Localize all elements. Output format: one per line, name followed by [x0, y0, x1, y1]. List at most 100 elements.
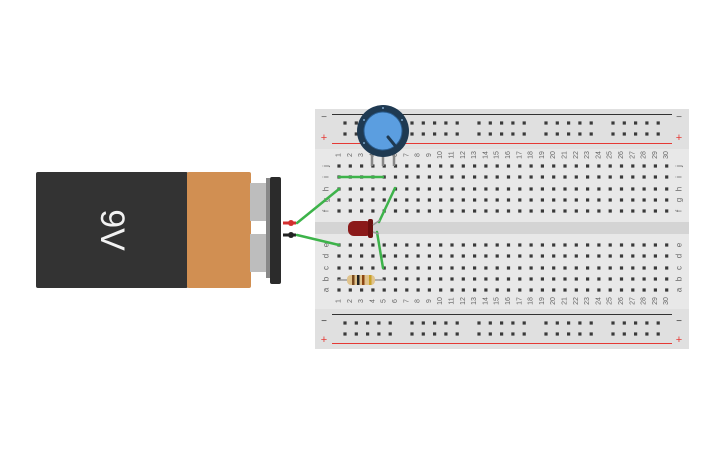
rail-hole[interactable]	[578, 121, 582, 125]
terminal-hole[interactable]	[405, 187, 409, 191]
rail-hole[interactable]	[555, 332, 559, 336]
terminal-hole[interactable]	[597, 175, 601, 179]
terminal-hole[interactable]	[461, 198, 465, 202]
terminal-hole[interactable]	[461, 266, 465, 270]
terminal-hole[interactable]	[405, 175, 409, 179]
rail-hole[interactable]	[611, 132, 615, 136]
rail-hole[interactable]	[421, 121, 425, 125]
rail-hole[interactable]	[634, 132, 638, 136]
rail-hole[interactable]	[410, 321, 414, 325]
resistor[interactable]	[338, 275, 384, 285]
terminal-hole[interactable]	[360, 187, 364, 191]
wires[interactable]	[283, 175, 397, 270]
terminal-hole[interactable]	[360, 266, 364, 270]
terminal-hole[interactable]	[563, 288, 567, 292]
rail-hole[interactable]	[488, 332, 492, 336]
terminal-hole[interactable]	[586, 254, 590, 258]
terminal-hole[interactable]	[337, 198, 341, 202]
rail-hole[interactable]	[567, 121, 571, 125]
rail-hole[interactable]	[444, 121, 448, 125]
rail-hole[interactable]	[488, 132, 492, 136]
terminal-hole[interactable]	[552, 266, 556, 270]
terminal-hole[interactable]	[653, 175, 657, 179]
terminal-hole[interactable]	[348, 164, 352, 168]
terminal-hole[interactable]	[619, 187, 624, 191]
terminal-hole[interactable]	[484, 198, 488, 202]
terminal-hole[interactable]	[506, 187, 511, 191]
terminal-hole[interactable]	[393, 175, 398, 179]
terminal-hole[interactable]	[574, 243, 578, 247]
terminal-hole[interactable]	[473, 175, 477, 179]
rail-hole[interactable]	[444, 332, 448, 336]
terminal-hole[interactable]	[529, 175, 533, 179]
terminal-hole[interactable]	[608, 164, 612, 168]
terminal-hole[interactable]	[371, 288, 375, 292]
terminal-hole[interactable]	[552, 187, 556, 191]
terminal-hole[interactable]	[608, 209, 612, 213]
terminal-hole[interactable]	[608, 198, 612, 202]
terminal-hole[interactable]	[439, 288, 443, 292]
terminal-hole[interactable]	[427, 209, 431, 213]
terminal-hole[interactable]	[552, 254, 556, 258]
terminal-hole[interactable]	[439, 277, 443, 281]
terminal-hole[interactable]	[529, 209, 533, 213]
terminal-hole[interactable]	[506, 209, 511, 213]
terminal-hole[interactable]	[518, 277, 522, 281]
led[interactable]	[348, 219, 381, 238]
terminal-hole[interactable]	[427, 288, 431, 292]
terminal-hole[interactable]	[574, 175, 578, 179]
rail-hole[interactable]	[377, 321, 381, 325]
terminal-hole[interactable]	[461, 277, 465, 281]
terminal-hole[interactable]	[473, 288, 477, 292]
terminal-hole[interactable]	[484, 254, 488, 258]
terminal-hole[interactable]	[552, 164, 556, 168]
terminal-hole[interactable]	[665, 243, 669, 247]
terminal-hole[interactable]	[665, 277, 669, 281]
rail-hole[interactable]	[656, 132, 660, 136]
terminal-hole[interactable]	[427, 254, 431, 258]
terminal-hole[interactable]	[574, 277, 578, 281]
terminal-hole[interactable]	[631, 175, 635, 179]
terminal-hole[interactable]	[450, 266, 454, 270]
terminal-hole[interactable]	[540, 209, 544, 213]
terminal-hole[interactable]	[619, 266, 624, 270]
terminal-hole[interactable]	[642, 243, 646, 247]
terminal-hole[interactable]	[597, 277, 601, 281]
terminal-hole[interactable]	[416, 243, 420, 247]
terminal-hole[interactable]	[563, 277, 567, 281]
terminal-hole[interactable]	[518, 209, 522, 213]
rail-hole[interactable]	[522, 332, 526, 336]
terminal-hole[interactable]	[348, 187, 352, 191]
rail-hole[interactable]	[645, 321, 649, 325]
terminal-hole[interactable]	[586, 288, 590, 292]
terminal-hole[interactable]	[631, 266, 635, 270]
terminal-hole[interactable]	[416, 254, 420, 258]
rail-hole[interactable]	[555, 121, 559, 125]
terminal-hole[interactable]	[540, 254, 544, 258]
terminal-hole[interactable]	[506, 243, 511, 247]
terminal-hole[interactable]	[405, 164, 409, 168]
terminal-hole[interactable]	[450, 187, 454, 191]
terminal-hole[interactable]	[360, 254, 364, 258]
rail-hole[interactable]	[354, 332, 358, 336]
terminal-hole[interactable]	[495, 254, 499, 258]
wire-positive[interactable]	[295, 187, 341, 225]
wire-pot-to-led[interactable]	[377, 186, 397, 224]
terminal-hole[interactable]	[529, 164, 533, 168]
terminal-hole[interactable]	[608, 243, 612, 247]
terminal-hole[interactable]	[473, 209, 477, 213]
terminal-hole[interactable]	[495, 175, 499, 179]
rail-hole[interactable]	[578, 321, 582, 325]
rail-hole[interactable]	[567, 132, 571, 136]
rail-hole[interactable]	[656, 332, 660, 336]
terminal-hole[interactable]	[416, 288, 420, 292]
rail-hole[interactable]	[567, 332, 571, 336]
terminal-hole[interactable]	[371, 198, 375, 202]
terminal-hole[interactable]	[405, 254, 409, 258]
terminal-hole[interactable]	[439, 254, 443, 258]
terminal-hole[interactable]	[642, 187, 646, 191]
terminal-hole[interactable]	[484, 175, 488, 179]
terminal-hole[interactable]	[393, 254, 398, 258]
terminal-hole[interactable]	[518, 288, 522, 292]
terminal-hole[interactable]	[619, 277, 624, 281]
